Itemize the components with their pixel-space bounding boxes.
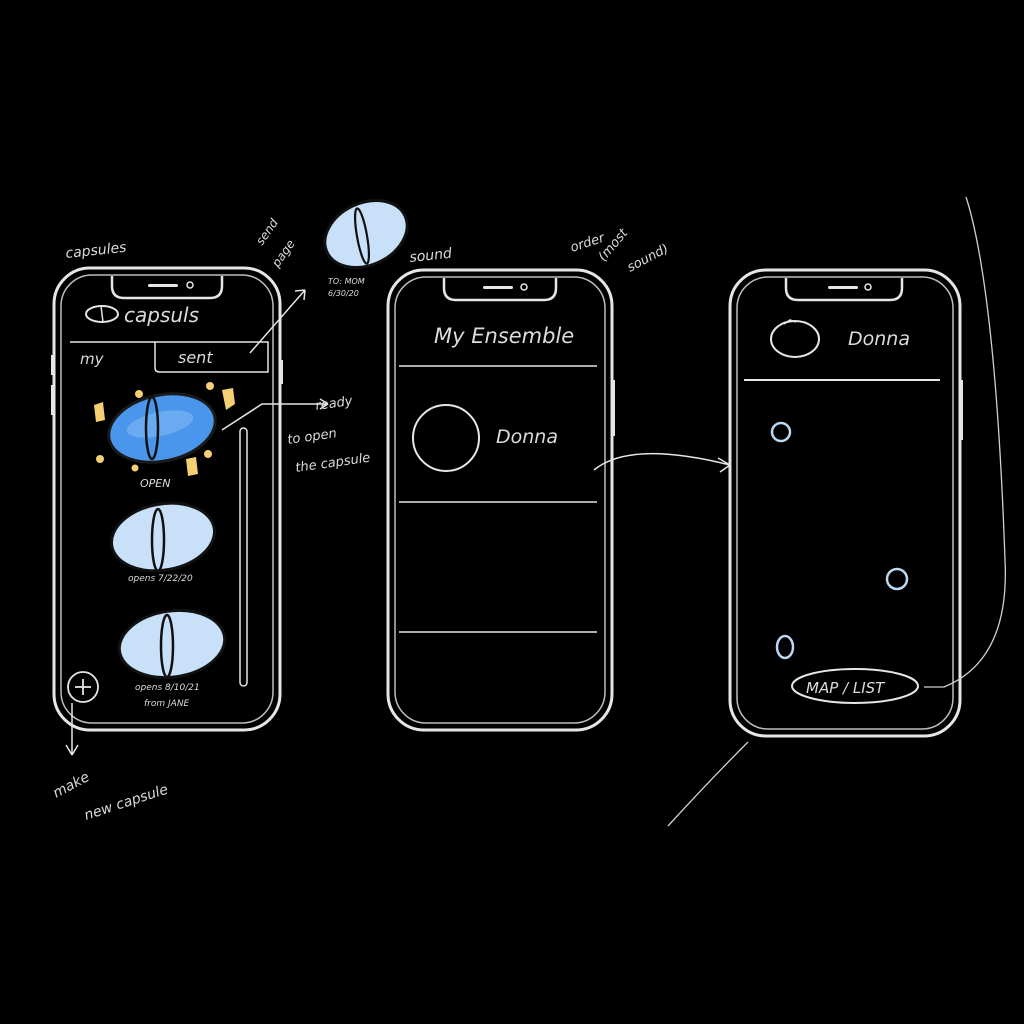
contact-row[interactable]: Donna [412, 404, 558, 472]
avatar [412, 404, 480, 472]
capsule-sender-label: from JANE [144, 699, 190, 709]
tab-sent-label: sent [178, 348, 213, 367]
capsule-date-label: opens 8/10/21 [135, 683, 200, 693]
contact-name: Donna [496, 426, 558, 448]
tab-sent[interactable] [154, 341, 269, 373]
capsule-open-label: OPEN [140, 477, 170, 490]
svg-text:to open: to open [286, 426, 337, 448]
capsule-closed[interactable]: opens 8/10/21 from JANE [115, 604, 229, 709]
annotation-ready-to-open: ready to open the capsule [221, 394, 371, 476]
map-pins [770, 421, 909, 660]
svg-text:ready: ready [314, 394, 353, 414]
sparkles [94, 382, 235, 476]
app-logo-text: capsuls [124, 303, 199, 327]
arrow-to-map [593, 452, 731, 473]
page-title: My Ensemble [434, 324, 574, 348]
popup-date-label: 6/30/20 [328, 289, 359, 298]
map-pin[interactable] [770, 421, 792, 443]
capsule-closed[interactable]: opens 7/22/20 [106, 495, 220, 584]
phone-notch [110, 276, 224, 300]
capsule-open[interactable]: OPEN [102, 384, 221, 490]
annotation-sound: sound [409, 246, 453, 266]
app-logo: capsuls [85, 303, 199, 327]
add-capsule-button[interactable] [67, 671, 99, 703]
tab-bar: my sent [70, 341, 269, 373]
scrollbar[interactable] [239, 427, 248, 687]
map-pin[interactable] [885, 567, 909, 591]
map-list-toggle-label: MAP / LIST [806, 679, 886, 697]
phone-capsules: capsuls my sent OPEN [51, 266, 283, 732]
tab-my[interactable]: my [80, 350, 105, 368]
annotation-capsules: capsules [65, 240, 127, 262]
map-pin[interactable] [775, 634, 795, 660]
phone-notch [784, 278, 904, 302]
connector-line [667, 741, 749, 827]
arrow-send [249, 289, 306, 354]
phone-notch [442, 278, 558, 302]
contact-name: Donna [848, 328, 910, 350]
popup-capsule: TO: MOM 6/30/20 [323, 199, 409, 298]
phone-map: Donna MAP / LIST [728, 268, 963, 738]
popup-to-label: TO: MOM [328, 277, 365, 286]
connector-line [924, 196, 1006, 688]
capsule-date-label: opens 7/22/20 [128, 574, 193, 584]
phone-ensemble: My Ensemble Donna [386, 268, 615, 732]
map-list-toggle[interactable]: MAP / LIST [791, 668, 919, 704]
